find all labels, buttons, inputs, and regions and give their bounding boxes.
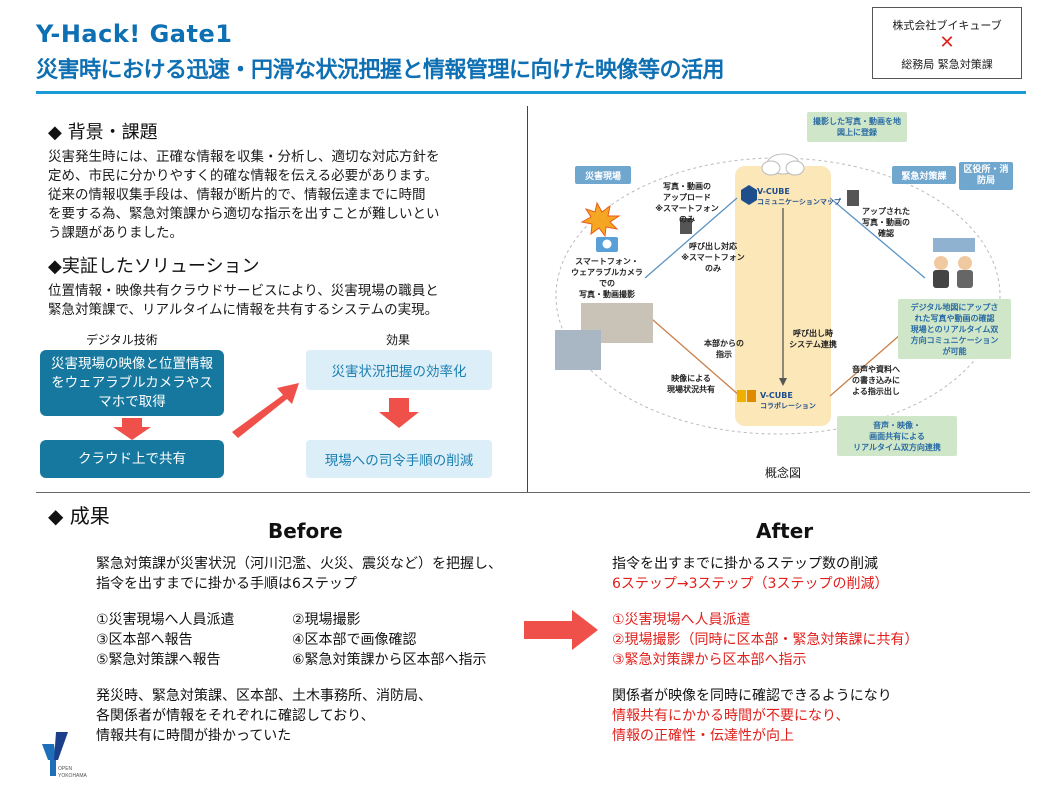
before-intro: 緊急対策課が災害状況（河川氾濫、火災、震災など）を把握し、 指令を出すまでに掛か… bbox=[96, 554, 502, 594]
diagram-graphics bbox=[555, 153, 1001, 435]
title-line1: Y-Hack! Gate1 bbox=[36, 20, 233, 48]
tech-label: デジタル技術 bbox=[86, 333, 158, 347]
note-bottom: 音声・映像・ 画面共有による リアルタイム双方向連携 bbox=[837, 416, 957, 456]
after-step: ①災害現場へ人員派遣 bbox=[612, 612, 751, 628]
header-rule bbox=[36, 91, 1026, 94]
cloud-icon bbox=[761, 153, 805, 176]
people-icon bbox=[933, 238, 975, 288]
partner-company: 株式会社ブイキューブ bbox=[892, 19, 1002, 32]
upload-label: 写真・動画の アップロード ※スマートフォン のみ bbox=[655, 182, 719, 224]
before-steps-right: ②現場撮影 ④区本部で画像確認 ⑥緊急対策課から区本部へ指示 bbox=[292, 610, 487, 670]
camera-label: スマートフォン・ ウェアラブルカメラ での 写真・動画撮影 bbox=[571, 257, 643, 299]
after-step: ②現場撮影（同時に区本部・緊急対策課に共有） bbox=[612, 632, 919, 648]
partner-dept: 総務局 緊急対策課 bbox=[901, 58, 993, 71]
logo-line1: OPEN bbox=[58, 766, 73, 772]
down-arrow-left bbox=[113, 418, 151, 440]
before-intro-line: 指令を出すまでに掛かる手順は6ステップ bbox=[96, 576, 357, 592]
before-outro-line: 情報共有に時間が掛かっていた bbox=[96, 728, 292, 744]
after-title: After bbox=[756, 519, 814, 543]
down-arrow-right bbox=[379, 398, 419, 428]
camera-icon bbox=[596, 237, 618, 252]
logo-line2: YOKOHAMA bbox=[58, 773, 87, 779]
vcube-map-name: V-CUBE bbox=[757, 187, 790, 196]
vertical-divider bbox=[527, 106, 528, 492]
call-link-label: 呼び出し時 システム連携 bbox=[789, 329, 837, 349]
tag-disaster-site: 災害現場 bbox=[575, 166, 631, 184]
before-step: ①災害現場へ人員派遣 bbox=[96, 612, 235, 628]
uploaded-check-label: アップされた 写真・動画の 確認 bbox=[862, 207, 910, 238]
solution-arrows bbox=[113, 383, 419, 440]
effect-box-efficiency: 災害状況把握の効率化 bbox=[306, 350, 492, 390]
open-yokohama-logo: OPEN YOKOHAMA bbox=[34, 730, 94, 790]
before-step: ③区本部へ報告 bbox=[96, 632, 193, 648]
background-heading: ◆ 背景・課題 bbox=[48, 122, 158, 143]
vcube-map-label: V-CUBE コミュニケーションマップ bbox=[757, 186, 841, 208]
effect-box-reduction: 現場への司令手順の削減 bbox=[306, 440, 492, 478]
before-after-arrow bbox=[524, 610, 598, 650]
background-line: う課題がありました。 bbox=[48, 225, 183, 241]
background-text: 災害発生時には、正確な情報を収集・分析し、適切な対応方針を 定め、市民に分かりや… bbox=[48, 148, 518, 243]
before-steps-left: ①災害現場へ人員派遣 ③区本部へ報告 ⑤緊急対策課へ報告 bbox=[96, 610, 235, 670]
background-line: 定め、市民に分かりやすく的確な情報を伝える必要があります。 bbox=[48, 168, 438, 184]
tag-emergency: 緊急対策課 bbox=[892, 166, 956, 184]
tag-ward: 区役所・消防局 bbox=[959, 162, 1013, 190]
background-line: 従来の情報収集手段は、情報が断片的で、情報伝達までに時間 bbox=[48, 187, 426, 203]
before-outro: 発災時、緊急対策課、区本部、土木事務所、消防局、 各関係者が情報をそれぞれに確認… bbox=[96, 686, 432, 746]
hq-instruction-label: 本部からの 指示 bbox=[704, 339, 744, 359]
after-outro-line: 関係者が映像を同時に確認できるようになり bbox=[612, 688, 892, 704]
vcube-map-sub: コミュニケーションマップ bbox=[757, 198, 841, 206]
background-line: を要する為、緊急対策課から適切な指示を出すことが難しいとい bbox=[48, 206, 440, 222]
solution-heading: ◆実証したソリューション bbox=[48, 256, 260, 277]
after-outro: 関係者が映像を同時に確認できるようになり 情報共有にかかる時間が不要になり、 情… bbox=[612, 686, 892, 746]
note-right: デジタル地図にアップさ れた写真や動画の確認 現場とのリアルタイム双 方向コミュ… bbox=[898, 299, 1011, 359]
concept-diagram: 災害現場 緊急対策課 区役所・消防局 撮影した写真・動画を地図上に登録 V-CU… bbox=[545, 108, 1030, 488]
call-response-label: 呼び出し対応 ※スマートフォン のみ bbox=[681, 242, 745, 273]
yokohama-logo-icon bbox=[42, 732, 68, 776]
before-step: ⑥緊急対策課から区本部へ指示 bbox=[292, 652, 487, 668]
cross-icon: ✕ bbox=[939, 32, 955, 53]
before-outro-line: 各関係者が情報をそれぞれに確認しており、 bbox=[96, 708, 375, 724]
diagonal-arrow bbox=[232, 383, 299, 438]
vcube-collab-sub: コラボレーション bbox=[760, 402, 816, 410]
horizontal-divider bbox=[36, 492, 1030, 493]
worker-photo-2 bbox=[555, 330, 601, 370]
partner-box: 株式会社ブイキューブ ✕ 総務局 緊急対策課 bbox=[872, 7, 1022, 79]
after-steps: ①災害現場へ人員派遣 ②現場撮影（同時に区本部・緊急対策課に共有） ③緊急対策課… bbox=[612, 610, 919, 670]
before-step: ②現場撮影 bbox=[292, 612, 361, 628]
document-icon bbox=[680, 218, 692, 234]
after-intro: 指令を出すまでに掛かるステップ数の削減 6ステップ→3ステップ（3ステップの削減… bbox=[612, 554, 888, 594]
background-line: 災害発生時には、正確な情報を収集・分析し、適切な対応方針を bbox=[48, 149, 440, 165]
voice-label: 音声や資料へ の書き込みに よる指示出し bbox=[852, 365, 900, 396]
solution-line: 緊急対策課で、リアルタイムに情報を共有するシステムの実現。 bbox=[48, 302, 439, 318]
tech-box-cloud: クラウド上で共有 bbox=[40, 440, 224, 478]
video-share-label: 映像による 現場状況共有 bbox=[667, 374, 715, 394]
before-intro-line: 緊急対策課が災害状況（河川氾濫、火災、震災など）を把握し、 bbox=[96, 556, 502, 572]
after-outro-red: 情報の正確性・伝達性が向上 bbox=[612, 728, 794, 744]
vcube-map-logo-icon bbox=[741, 185, 757, 205]
vcube-collab-name: V-CUBE bbox=[760, 391, 793, 400]
vcube-collab-label: V-CUBE コラボレーション bbox=[760, 390, 830, 412]
after-step: ③緊急対策課から区本部へ指示 bbox=[612, 652, 807, 668]
note-top: 撮影した写真・動画を地図上に登録 bbox=[807, 112, 907, 142]
effect-label: 効果 bbox=[386, 333, 411, 347]
explosion-icon bbox=[580, 201, 621, 238]
after-intro-red: 6ステップ→3ステップ（3ステップの削減） bbox=[612, 576, 889, 592]
title-line2: 災害時における迅速・円滑な状況把握と情報管理に向けた映像等の活用 bbox=[36, 58, 725, 83]
before-outro-line: 発災時、緊急対策課、区本部、土木事務所、消防局、 bbox=[96, 688, 432, 704]
after-outro-red: 情報共有にかかる時間が不要になり、 bbox=[612, 708, 850, 724]
document-icon bbox=[847, 190, 859, 206]
after-intro-line: 指令を出すまでに掛かるステップ数の削減 bbox=[612, 556, 878, 572]
vcube-collab-logo-icon bbox=[737, 390, 756, 402]
diagram-caption: 概念図 bbox=[765, 466, 802, 480]
solution-text: 位置情報・映像共有クラウドサービスにより、災害現場の職員と 緊急対策課で、リアル… bbox=[48, 282, 518, 320]
before-step: ⑤緊急対策課へ報告 bbox=[96, 652, 221, 668]
tech-box-capture: 災害現場の映像と位置情報をウェアラブルカメラやスマホで取得 bbox=[40, 350, 224, 416]
before-step: ④区本部で画像確認 bbox=[292, 632, 417, 648]
solution-line: 位置情報・映像共有クラウドサービスにより、災害現場の職員と bbox=[48, 283, 439, 299]
before-title: Before bbox=[268, 519, 343, 543]
results-heading: ◆ 成果 bbox=[48, 504, 110, 528]
